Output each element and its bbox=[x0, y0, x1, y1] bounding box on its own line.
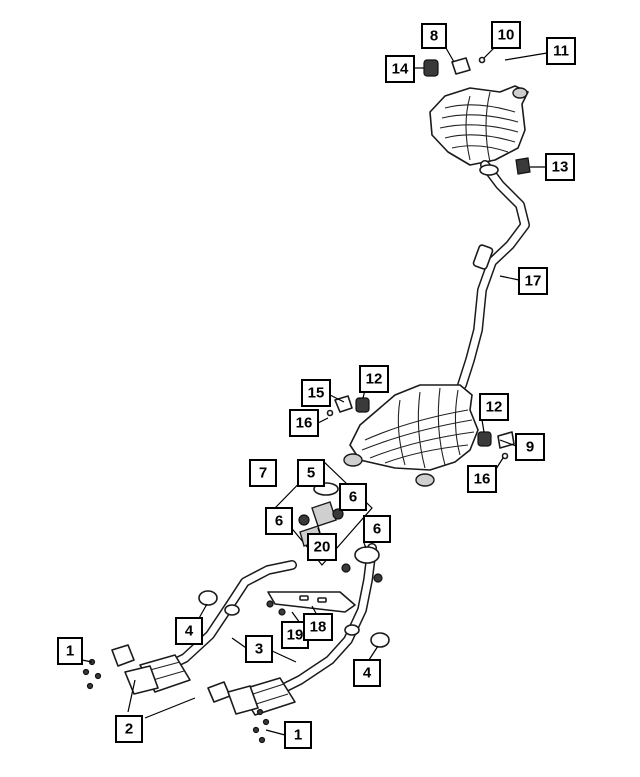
callout-4-right: 4 bbox=[353, 659, 381, 687]
svg-text:17: 17 bbox=[525, 273, 542, 290]
callout-16-right: 16 bbox=[467, 465, 497, 493]
support-bracket bbox=[266, 591, 356, 616]
svg-text:11: 11 bbox=[553, 43, 569, 60]
rear-muffler bbox=[429, 85, 529, 166]
svg-text:12: 12 bbox=[486, 399, 503, 416]
callout-6-pipe: 6 bbox=[363, 515, 391, 543]
svg-text:20: 20 bbox=[314, 539, 331, 556]
exhaust-clamps bbox=[198, 590, 390, 648]
svg-text:16: 16 bbox=[474, 471, 491, 488]
callout-11: 11 bbox=[546, 37, 576, 65]
callout-15: 15 bbox=[301, 379, 331, 407]
callout-1-right: 1 bbox=[284, 721, 312, 749]
svg-text:18: 18 bbox=[310, 619, 327, 636]
callout-20: 20 bbox=[307, 533, 337, 561]
svg-text:19: 19 bbox=[287, 627, 304, 644]
callout-16-left: 16 bbox=[289, 409, 319, 437]
callout-10: 10 bbox=[491, 21, 521, 49]
hanger-isolators bbox=[326, 56, 531, 460]
svg-text:6: 6 bbox=[349, 489, 357, 506]
callout-19: 19 bbox=[281, 621, 309, 649]
svg-text:4: 4 bbox=[363, 665, 372, 682]
studs-and-nuts bbox=[82, 658, 270, 744]
svg-text:14: 14 bbox=[392, 61, 409, 78]
callout-4-left: 4 bbox=[175, 617, 203, 645]
svg-text:13: 13 bbox=[552, 159, 569, 176]
svg-text:16: 16 bbox=[296, 415, 313, 432]
callout-3: 3 bbox=[245, 635, 273, 663]
svg-text:5: 5 bbox=[307, 465, 315, 482]
svg-text:12: 12 bbox=[366, 371, 383, 388]
callout-9: 9 bbox=[515, 433, 545, 461]
callout-6-kit-left: 6 bbox=[265, 507, 293, 535]
svg-text:3: 3 bbox=[255, 641, 263, 658]
callout-18: 18 bbox=[303, 613, 333, 641]
svg-text:1: 1 bbox=[66, 643, 74, 660]
callout-8: 8 bbox=[421, 23, 447, 49]
center-muffler bbox=[343, 384, 479, 487]
intermediate-pipe bbox=[457, 160, 530, 390]
svg-text:1: 1 bbox=[294, 727, 302, 744]
svg-text:2: 2 bbox=[125, 721, 133, 738]
callout-13: 13 bbox=[545, 153, 575, 181]
callout-5: 5 bbox=[297, 459, 325, 487]
svg-text:8: 8 bbox=[430, 28, 438, 45]
svg-text:6: 6 bbox=[275, 513, 283, 530]
callout-6-kit-right: 6 bbox=[339, 483, 367, 511]
callout-12-lower: 12 bbox=[479, 393, 509, 421]
callout-1-left: 1 bbox=[57, 637, 83, 665]
svg-text:6: 6 bbox=[373, 521, 381, 538]
svg-text:15: 15 bbox=[308, 385, 325, 402]
svg-text:4: 4 bbox=[185, 623, 194, 640]
callout-14: 14 bbox=[385, 55, 415, 83]
callout-12-upper: 12 bbox=[359, 365, 389, 393]
svg-text:10: 10 bbox=[498, 27, 515, 44]
svg-text:7: 7 bbox=[259, 465, 267, 482]
callout-2: 2 bbox=[115, 715, 143, 743]
right-downpipe bbox=[275, 543, 383, 695]
leader-lines bbox=[81, 45, 548, 736]
callout-7: 7 bbox=[249, 459, 277, 487]
svg-text:9: 9 bbox=[526, 439, 534, 456]
callout-17: 17 bbox=[518, 267, 548, 295]
